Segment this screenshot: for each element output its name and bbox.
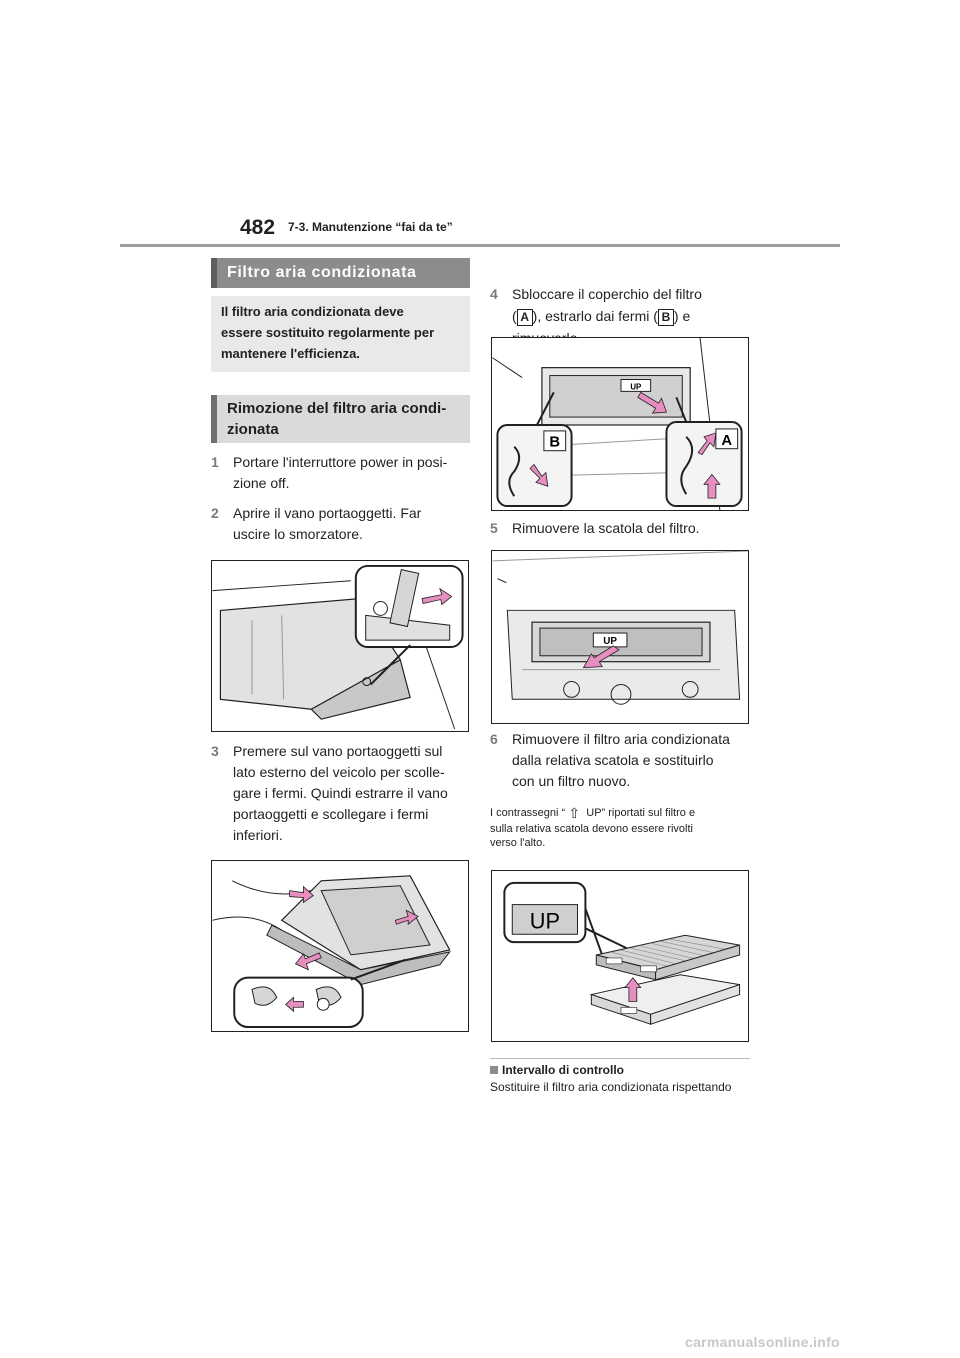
step-text-part: ) e (673, 308, 691, 324)
step-text: Sbloccare il coperchio del filtro (512, 286, 702, 302)
intro-line: mantenere l'efficienza. (221, 346, 360, 361)
figure-filter-up: UP (491, 870, 749, 1042)
step-number: 2 (211, 505, 219, 521)
step-text-part: ), estrarlo dai fermi ( (532, 308, 658, 324)
step-text-with-badges: (A), estrarlo dai fermi (B) e (512, 306, 702, 327)
intro-box: Il filtro aria condizionata deve essere … (211, 296, 470, 372)
step-text: Portare l'interruttore power in posi- (233, 454, 448, 470)
step-number: 5 (490, 520, 498, 536)
step-text: Premere sul vano portaoggetti sul (233, 743, 443, 759)
note-line: sulla relativa scatola devono essere riv… (490, 823, 693, 836)
subsection-heading: Rimozione del filtro aria condi- zionata (211, 395, 470, 443)
up-mark-label: UP (630, 382, 641, 391)
intro-line: Il filtro aria condizionata deve (221, 304, 404, 319)
figure-glovebox (211, 860, 469, 1032)
callout-a-badge: A (516, 308, 533, 326)
step-5: 5 Rimuovere la scatola del filtro. (490, 518, 750, 540)
intro-line: essere sostituito regolarmente per (221, 325, 435, 340)
step-number: 4 (490, 286, 498, 302)
page-number: 482 (240, 216, 276, 239)
up-mark-label: UP (603, 636, 617, 647)
subsection-heading-line: Rimozione del filtro aria condi- (227, 400, 447, 417)
figure-damper (211, 560, 469, 732)
step-text: inferiori. (233, 827, 283, 843)
square-bullet-icon (490, 1066, 498, 1074)
step-6: 6 Rimuovere il filtro aria condizionata … (490, 729, 752, 795)
step-text: gare i fermi. Quindi estrarre il vano (233, 785, 448, 801)
header-rule (120, 244, 840, 247)
subsection-heading-line: zionata (227, 421, 279, 438)
note-line: verso l'alto. (490, 837, 546, 850)
step-text: portaoggetti e scollegare i fermi (233, 806, 429, 822)
paren: ( (512, 308, 517, 324)
step-text: lato esterno del veicolo per scolle- (233, 764, 445, 780)
inspection-heading: Intervallo di controllo (502, 1063, 625, 1077)
up-mark-label: UP (530, 908, 560, 933)
note-line: I contrassegni “⇧ UP” riportati sul filt… (490, 805, 696, 822)
step-text: dalla relativa scatola e sostituirlo (512, 752, 714, 768)
step-text: zione off. (233, 475, 290, 491)
figure-filter-case: UP (491, 550, 749, 724)
section-title: 7-3. Manutenzione “fai da te” (288, 220, 453, 234)
section-divider (490, 1058, 750, 1059)
inspection-text: Sostituire il filtro aria condizionata r… (490, 1080, 732, 1094)
callout-a-label: A (721, 433, 732, 449)
step-2: 2 Aprire il vano portaoggetti. Far uscir… (211, 503, 471, 547)
step-number: 3 (211, 743, 219, 759)
watermark: carmanualsonline.info (685, 1334, 840, 1350)
callout-b-badge: B (657, 308, 674, 326)
step-text: con un filtro nuovo. (512, 773, 631, 789)
step-text: Rimuovere il filtro aria condizionata (512, 731, 730, 747)
callout-b-label: B (549, 435, 560, 451)
step-text: Rimuovere la scatola del filtro. (512, 520, 700, 536)
up-mark-note: I contrassegni “⇧ UP” riportati sul filt… (490, 804, 752, 856)
up-arrow-icon: ⇧ (568, 805, 581, 822)
step-text: Aprire il vano portaoggetti. Far (233, 505, 422, 521)
step-text: uscire lo smorzatore. (233, 526, 363, 542)
section-heading: Filtro aria condizionata (211, 258, 470, 288)
step-number: 6 (490, 731, 498, 747)
figure-filter-cover: UP B A (491, 337, 749, 511)
step-3: 3 Premere sul vano portaoggetti sul lato… (211, 741, 471, 847)
step-1: 1 Portare l'interruttore power in posi- … (211, 452, 471, 496)
step-number: 1 (211, 454, 219, 470)
